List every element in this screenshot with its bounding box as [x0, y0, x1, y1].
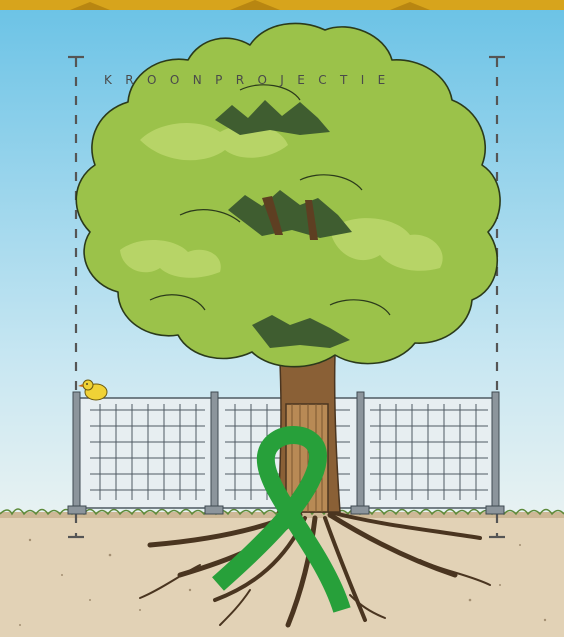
top-banner: [0, 0, 564, 10]
crown-projection-label: KROONPROJECTIE: [104, 73, 454, 87]
